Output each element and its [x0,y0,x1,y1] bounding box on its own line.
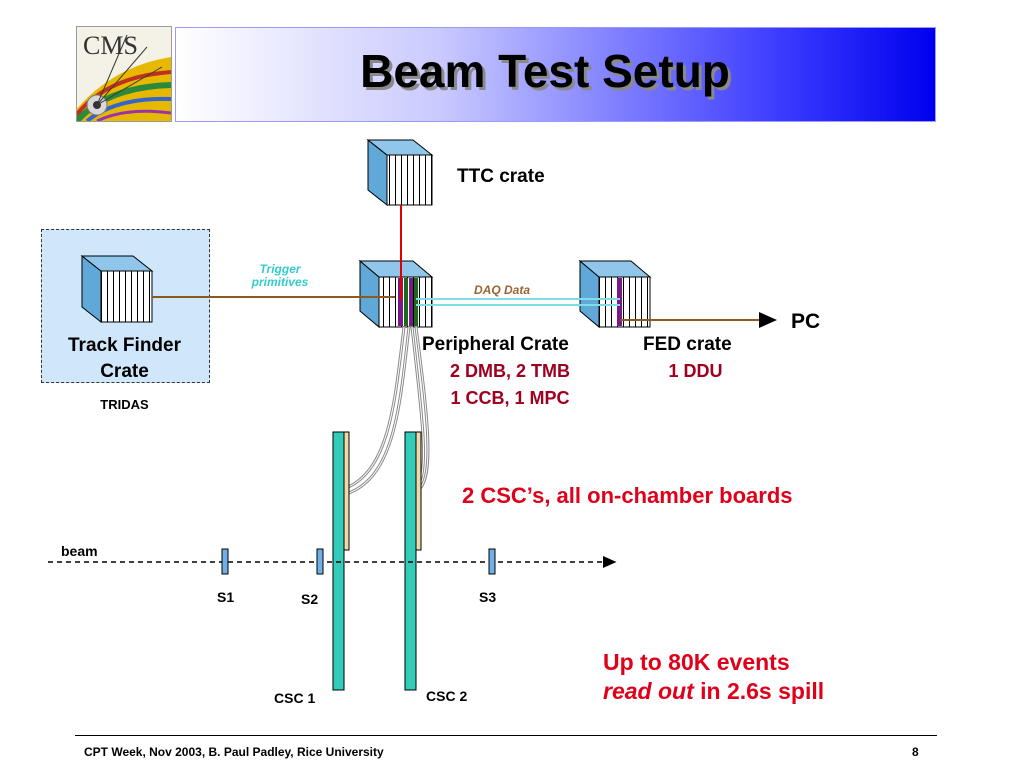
daq-link-lines [416,298,620,306]
footer-credit: CPT Week, Nov 2003, B. Paul Padley, Rice… [84,745,384,759]
events-line1: Up to 80K events [603,649,790,675]
cms-logo: CMS [76,26,172,122]
events-spill-text: in 2.6s spill [693,678,825,704]
csc2-chamber [404,431,422,691]
events-line2: read out in 2.6s spill [603,678,824,705]
scintillator-s3 [488,548,496,575]
ttc-crate-label: TTC crate [457,166,545,187]
page-number: 8 [912,745,919,759]
peripheral-crate-boards-line1: 2 DMB, 2 TMB [449,361,570,381]
csc2-label: CSC 2 [426,688,468,704]
fed-crate-ddu-label: 1 DDU [668,361,723,381]
title-band [175,27,936,122]
peripheral-crate-boards-line2: 1 CCB, 1 MPC [450,388,570,408]
track-finder-label-line1: Track Finder [68,335,181,356]
trigger-primitives-label-line2: primitives [251,275,309,289]
csc1-chamber [332,431,350,691]
trigger-primitives-label-line1: Trigger [259,262,301,276]
events-read-out: read out [603,678,694,704]
logo-text: CMS [83,31,138,60]
csc1-label: CSC 1 [274,690,316,706]
s3-label: S3 [479,589,497,605]
csc-headline: 2 CSC’s, all on-chamber boards [462,483,793,508]
daq-data-label: DAQ Data [474,283,531,297]
ttc-crate [366,138,434,207]
s2-label: S2 [301,591,319,607]
s1-label: S1 [217,589,235,605]
page-title: Beam Test Setup [360,45,730,97]
footer-rule [75,735,937,736]
track-finder-label-line2: Crate [100,361,149,382]
scintillator-s2 [316,548,324,575]
fed-crate-label: FED crate [643,334,732,355]
peripheral-crate [358,259,434,329]
pc-label: PC [791,310,821,333]
scintillator-s1 [221,548,229,575]
fed-crate [578,259,652,329]
tridas-label: TRIDAS [100,397,149,412]
track-finder-crate [80,254,154,324]
cms-logo-graphic [77,27,171,121]
peripheral-crate-label: Peripheral Crate [422,334,569,355]
beam-label: beam [61,543,98,559]
